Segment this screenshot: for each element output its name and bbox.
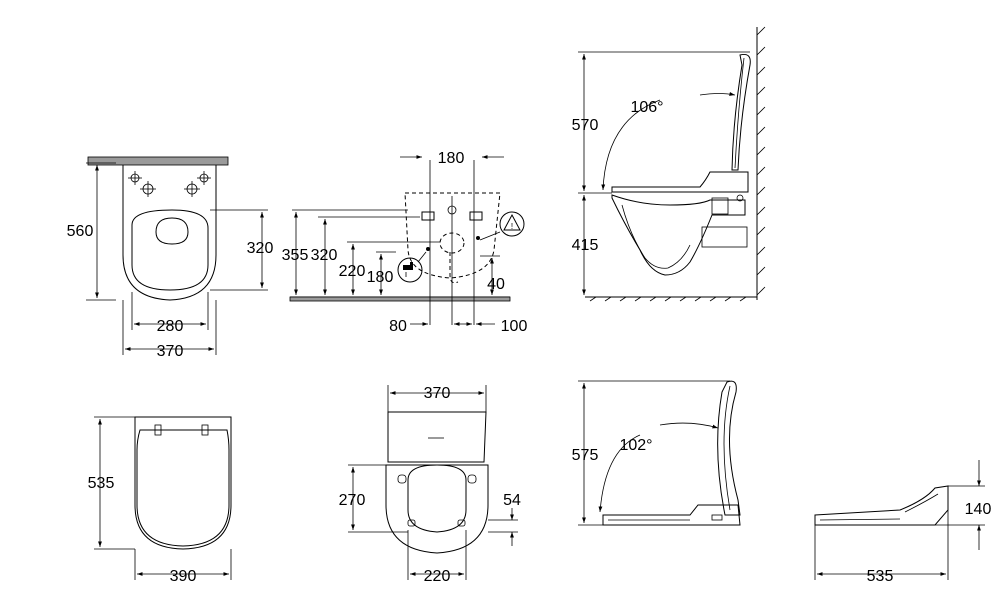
seat-side-view: 140 535 — [814, 460, 992, 585]
dim-370-under: 370 — [424, 385, 451, 402]
dim-390: 390 — [170, 568, 197, 585]
dim-415: 415 — [572, 237, 599, 254]
dim-100: 100 — [501, 318, 528, 335]
dim-180-left: 180 — [367, 269, 394, 286]
angle-106: 106° — [630, 99, 663, 116]
dim-220: 220 — [339, 263, 366, 280]
dim-570: 570 — [572, 117, 599, 134]
top-view-seat: 535 390 — [88, 416, 232, 585]
dim-40: 40 — [487, 276, 505, 293]
dim-80: 80 — [389, 318, 407, 335]
dashed-outline — [404, 192, 501, 279]
dim-320-plan: 320 — [311, 247, 338, 264]
dim-535-top: 535 — [88, 475, 115, 492]
bowl-outline — [122, 165, 217, 301]
dim-54: 54 — [503, 492, 521, 509]
front-view-top: 560 320 280 370 — [67, 156, 274, 360]
side-section-seat-up: 570 415 106° — [572, 26, 766, 302]
dim-220-under: 220 — [424, 568, 451, 585]
wall-plate — [87, 156, 229, 166]
seat-outline — [131, 209, 209, 291]
underside-view: 370 270 54 220 — [339, 385, 521, 585]
dim-180-top: 180 — [438, 150, 465, 167]
angle-102: 102° — [619, 437, 652, 454]
installation-plan: ! 180 355 320 220 180 40 80 100 — [282, 150, 528, 335]
bowl-opening — [155, 217, 189, 245]
dim-575: 575 — [572, 447, 599, 464]
dim-280: 280 — [157, 318, 184, 335]
side-view-seat-up: 575 102° — [572, 380, 741, 526]
dim-355: 355 — [282, 247, 309, 264]
dim-560: 560 — [67, 223, 94, 240]
dim-370-front: 370 — [157, 343, 184, 360]
svg-text:!: ! — [511, 222, 513, 231]
dim-140: 140 — [965, 501, 992, 518]
dim-270: 270 — [339, 492, 366, 509]
dim-535-seat: 535 — [867, 568, 894, 585]
dim-320-front: 320 — [247, 240, 274, 257]
